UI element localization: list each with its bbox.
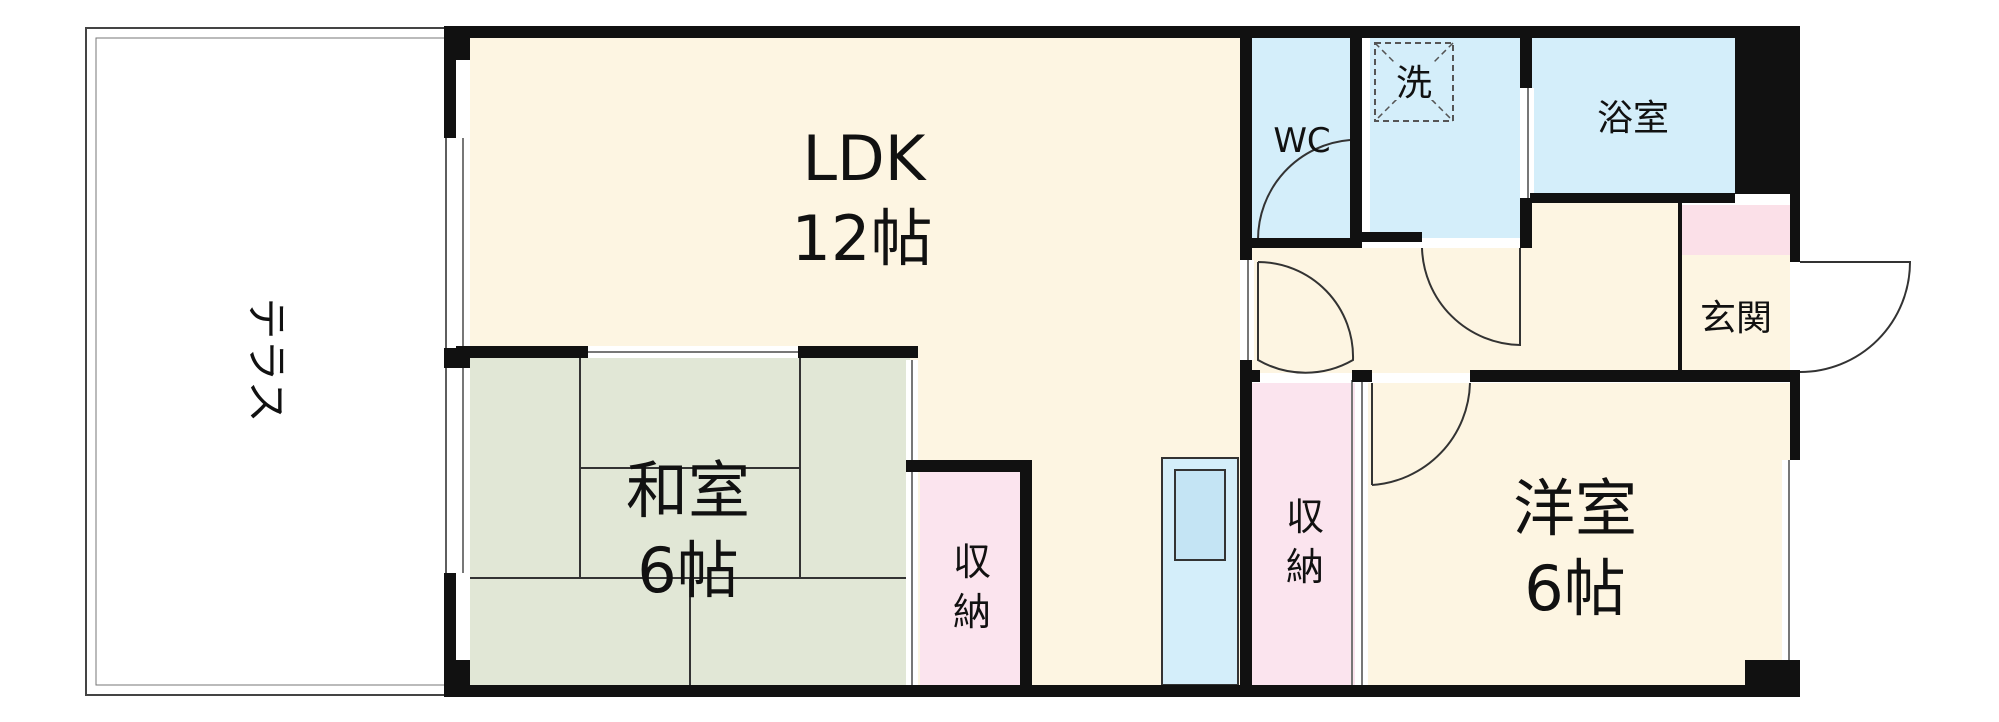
entrance-floor [1528,200,1678,373]
ldk-size: 12帖 [792,202,933,275]
entrance-label: 玄関 [1700,298,1772,339]
storage-washitsu-floor [920,470,1020,685]
storage-yoshitsu-floor [1252,383,1355,685]
ldk-label: LDK [803,122,927,195]
yoshitsu-size: 6帖 [1524,552,1625,625]
yoshitsu-label: 洋室 [1513,472,1637,545]
yoshitsu-floor [1368,383,1790,685]
storage-yoshitsu-label-1: 収 [1286,495,1324,539]
bath-label: 浴室 [1597,98,1669,139]
storage-washitsu-label-2: 納 [953,590,991,634]
kitchen-sink [1174,469,1226,561]
storage-yoshitsu-label-2: 納 [1286,545,1324,589]
washer-pan [1374,42,1454,122]
storage-washitsu-label-1: 収 [953,540,991,584]
tatami-lines [470,358,910,685]
entrance-genkan [1682,255,1790,373]
walls [444,26,1800,697]
openings [456,88,1796,685]
door-swings [1256,139,1912,486]
bath-floor [1530,38,1735,193]
terrace-label: テラス [242,297,291,422]
terrace [85,27,447,696]
laundry-label: 洗 [1396,63,1432,104]
washitsu-label: 和室 [626,454,750,527]
washitsu-size: 6帖 [637,534,738,607]
wc-label: WC [1273,121,1330,161]
entrance-step [1682,205,1790,255]
